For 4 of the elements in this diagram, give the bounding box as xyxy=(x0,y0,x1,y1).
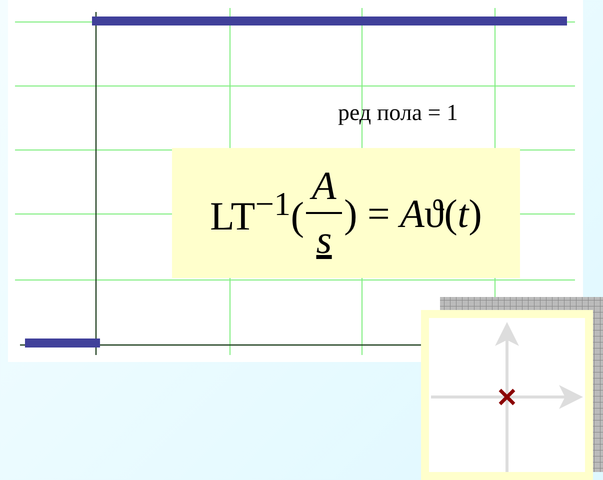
formula-text: LT$^{−1}$( xyxy=(210,186,304,240)
fraction: A s xyxy=(306,166,342,260)
formula-text: ) = Aϑ(t) xyxy=(344,190,482,236)
pole-order-text: ред пола = 1 xyxy=(338,100,458,126)
